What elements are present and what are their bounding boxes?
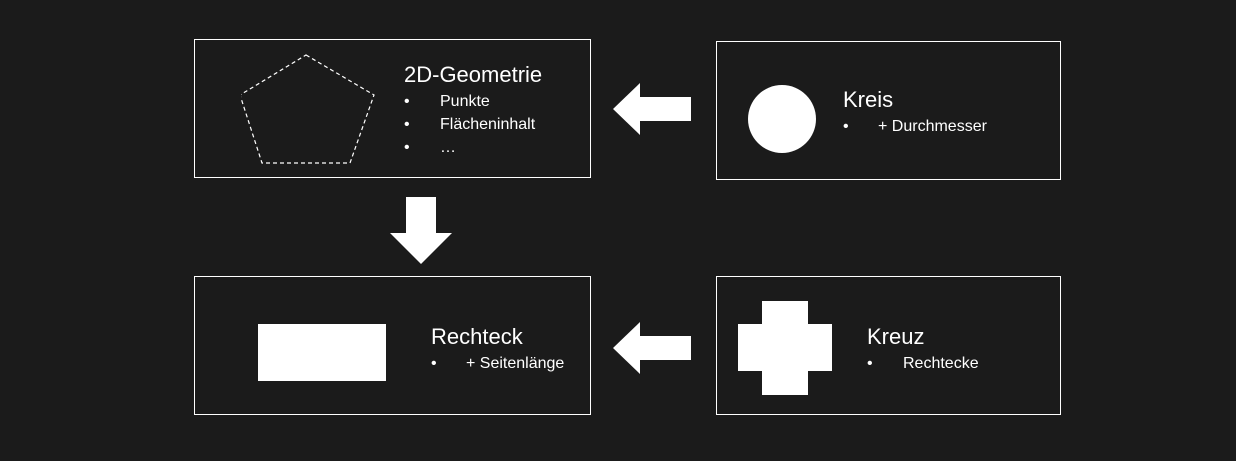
bullet-dot: • [843, 118, 849, 135]
geometry-box: 2D-Geometrie • Punkte • Flächeninhalt • … [194, 39, 591, 178]
circle-bullet-list: • + Durchmesser [843, 115, 1043, 138]
list-item-label: + Seitenlänge [466, 355, 565, 372]
list-item: • Rechtecke [867, 352, 1047, 375]
rectangle-bullet-list: • + Seitenlänge [431, 352, 586, 375]
rectangle-title: Rechteck [431, 324, 523, 349]
geometry-title: 2D-Geometrie [404, 62, 543, 87]
list-item-label: Rechtecke [903, 355, 979, 372]
cross-box: Kreuz • Rechtecke [716, 276, 1061, 415]
list-item-label: Flächeninhalt [440, 116, 536, 133]
bullet-dot: • [404, 93, 410, 110]
bullet-dot: • [431, 355, 437, 372]
list-item-label: … [440, 139, 456, 156]
list-item: • + Durchmesser [843, 115, 1043, 138]
list-item: • … [404, 136, 584, 159]
list-item: • + Seitenlänge [431, 352, 586, 375]
list-item-label: Punkte [440, 93, 490, 110]
circle-box: Kreis • + Durchmesser [716, 41, 1061, 180]
list-item: • Flächeninhalt [404, 113, 584, 136]
arrow-left-icon [613, 322, 691, 374]
bullet-dot: • [867, 355, 873, 372]
cross-bullet-list: • Rechtecke [867, 352, 1047, 375]
arrow-down-icon [390, 197, 452, 264]
rectangle-box: Rechteck • + Seitenlänge [194, 276, 591, 415]
bullet-dot: • [404, 116, 410, 133]
arrow-left-icon [613, 83, 691, 135]
rectangle-icon [258, 324, 386, 381]
geometry-bullet-list: • Punkte • Flächeninhalt • … [404, 90, 584, 159]
cross-title: Kreuz [867, 324, 925, 349]
pentagon-dashed-icon [241, 54, 375, 164]
list-item: • Punkte [404, 90, 584, 113]
bullet-dot: • [404, 139, 410, 156]
cross-icon [738, 301, 832, 395]
circle-title: Kreis [843, 87, 894, 112]
list-item-label: + Durchmesser [878, 118, 987, 135]
circle-icon [748, 85, 816, 153]
